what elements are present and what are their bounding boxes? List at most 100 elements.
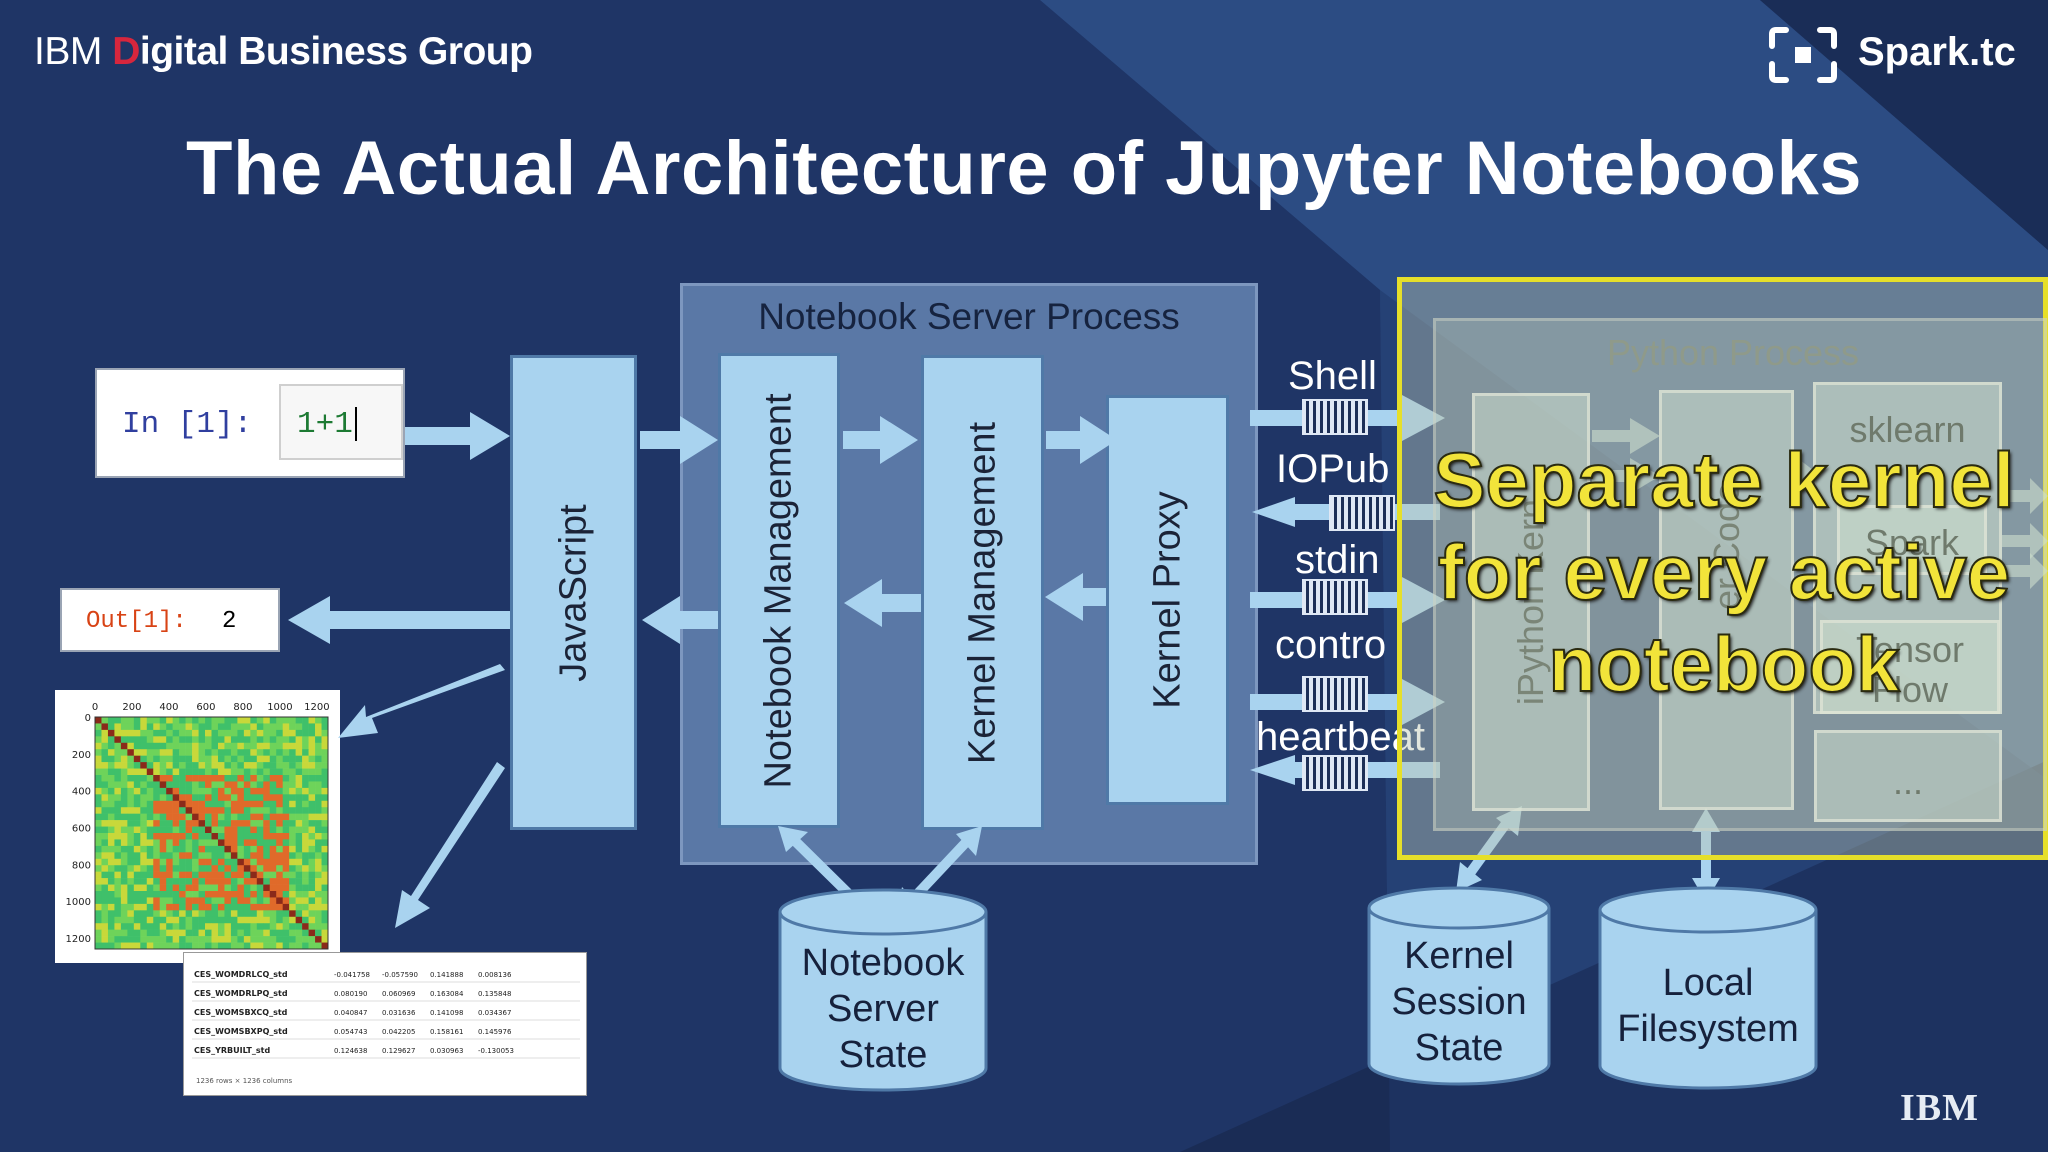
heatmap-cell bbox=[107, 794, 115, 802]
heatmap-cell bbox=[107, 839, 115, 847]
heatmap-cell bbox=[159, 755, 167, 763]
heatmap-cell bbox=[243, 749, 251, 756]
heatmap-cell bbox=[308, 775, 316, 782]
heatmap-cell bbox=[230, 781, 238, 789]
heatmap-cell bbox=[146, 826, 154, 834]
heatmap-cell bbox=[140, 910, 148, 918]
heatmap-cell bbox=[198, 833, 206, 840]
heatmap-cell bbox=[295, 891, 303, 898]
heatmap-cell bbox=[282, 794, 290, 802]
heatmap-cell bbox=[315, 723, 322, 731]
heatmap-cell bbox=[230, 800, 238, 808]
heatmap-frame bbox=[94, 716, 329, 950]
heatmap-cell bbox=[153, 858, 161, 866]
heatmap-cell bbox=[256, 807, 264, 814]
heatmap-cell bbox=[211, 833, 219, 840]
heatmap-cell bbox=[250, 910, 258, 918]
table-cell: 0.163084 bbox=[430, 990, 464, 998]
heatmap-cell bbox=[107, 858, 115, 866]
heatmap-cell bbox=[211, 929, 219, 937]
heatmap-cell bbox=[153, 884, 161, 892]
heatmap-cell bbox=[133, 858, 141, 866]
heatmap-cell bbox=[308, 794, 316, 802]
heatmap-cell bbox=[140, 787, 148, 795]
heatmap-cell bbox=[250, 916, 258, 924]
heatmap-cell bbox=[276, 736, 283, 744]
heatmap-cell bbox=[192, 845, 199, 853]
heatmap-cell bbox=[321, 878, 329, 885]
heatmap-cell bbox=[192, 942, 199, 950]
heatmap-cell bbox=[308, 729, 316, 737]
heatmap-cell bbox=[185, 884, 193, 892]
heatmap-cell bbox=[282, 865, 290, 872]
heatmap-cell bbox=[185, 813, 193, 821]
heatmap-cell bbox=[217, 910, 225, 918]
output-prompt: Out[1]: bbox=[86, 608, 187, 635]
heatmap-cell bbox=[217, 755, 225, 763]
heatmap-cell bbox=[127, 794, 135, 802]
ipython-kernel-box: iPython Kern bbox=[1472, 393, 1590, 811]
heatmap-cell bbox=[185, 826, 193, 834]
heatmap-cell bbox=[101, 742, 109, 750]
heatmap-cell bbox=[230, 929, 238, 937]
heatmap-cell bbox=[321, 755, 329, 763]
heatmap-cell bbox=[153, 903, 161, 911]
heatmap-cell bbox=[153, 794, 161, 802]
heatmap-cell bbox=[120, 826, 128, 834]
heatmap-cell bbox=[224, 800, 232, 808]
heatmap-cell bbox=[321, 717, 329, 724]
heatmap-cell bbox=[101, 800, 109, 808]
heatmap-cell bbox=[295, 858, 303, 866]
heatmap-cell bbox=[205, 775, 212, 782]
heatmap-cell bbox=[133, 910, 141, 918]
heatmap-cell bbox=[237, 742, 245, 750]
heatmap-cell bbox=[321, 781, 329, 789]
heatmap-cell bbox=[321, 865, 329, 872]
heatmap-cell bbox=[127, 717, 135, 724]
heatmap-cell bbox=[263, 936, 271, 943]
heatmap-cell bbox=[217, 942, 225, 950]
heatmap-cell bbox=[321, 762, 329, 769]
heatmap-cell bbox=[243, 936, 251, 943]
heatmap-cell bbox=[127, 775, 135, 782]
heatmap-cell bbox=[107, 897, 115, 905]
heatmap-cell bbox=[101, 768, 109, 776]
heatmap-cell bbox=[95, 755, 102, 763]
heatmap-cell bbox=[308, 800, 316, 808]
heatmap-cell bbox=[276, 717, 283, 724]
heatmap-cell bbox=[172, 775, 180, 782]
heatmap-cell bbox=[205, 942, 212, 950]
heatmap-cell bbox=[263, 813, 271, 821]
heatmap-cell bbox=[133, 755, 141, 763]
heatmap-cell bbox=[276, 871, 283, 879]
heatmap-cell bbox=[172, 858, 180, 866]
heatmap-cell bbox=[321, 729, 329, 737]
heatmap-cell bbox=[250, 891, 258, 898]
heatmap-cell bbox=[205, 749, 212, 756]
heatmap-cell bbox=[120, 929, 128, 937]
heatmap-cell bbox=[107, 787, 115, 795]
heatmap-cell bbox=[166, 936, 173, 943]
heatmap-cell bbox=[269, 820, 277, 827]
heatmap-cell bbox=[172, 787, 180, 795]
heatmap-cell bbox=[217, 845, 225, 853]
heatmap-cell bbox=[146, 813, 154, 821]
heatmap-cell bbox=[211, 865, 219, 872]
heatmap-cell bbox=[95, 910, 102, 918]
heatmap-cell bbox=[263, 794, 271, 802]
heatmap-cell bbox=[107, 755, 115, 763]
heatmap-cell bbox=[140, 736, 148, 744]
heatmap-cell bbox=[217, 787, 225, 795]
local-filesystem-label: Local Filesystem bbox=[1600, 960, 1816, 1052]
heatmap-cell bbox=[289, 736, 296, 744]
heatmap-cell bbox=[243, 768, 251, 776]
heatmap-cell bbox=[107, 929, 115, 937]
heatmap-cell bbox=[192, 878, 199, 885]
heatmap-cell bbox=[308, 897, 316, 905]
heatmap-cell bbox=[133, 762, 141, 769]
heatmap-cell bbox=[230, 858, 238, 866]
heatmap-cell bbox=[146, 833, 154, 840]
table-cell: CES_WOMSBXCQ_std bbox=[194, 1008, 288, 1017]
heatmap-cell bbox=[302, 781, 309, 789]
